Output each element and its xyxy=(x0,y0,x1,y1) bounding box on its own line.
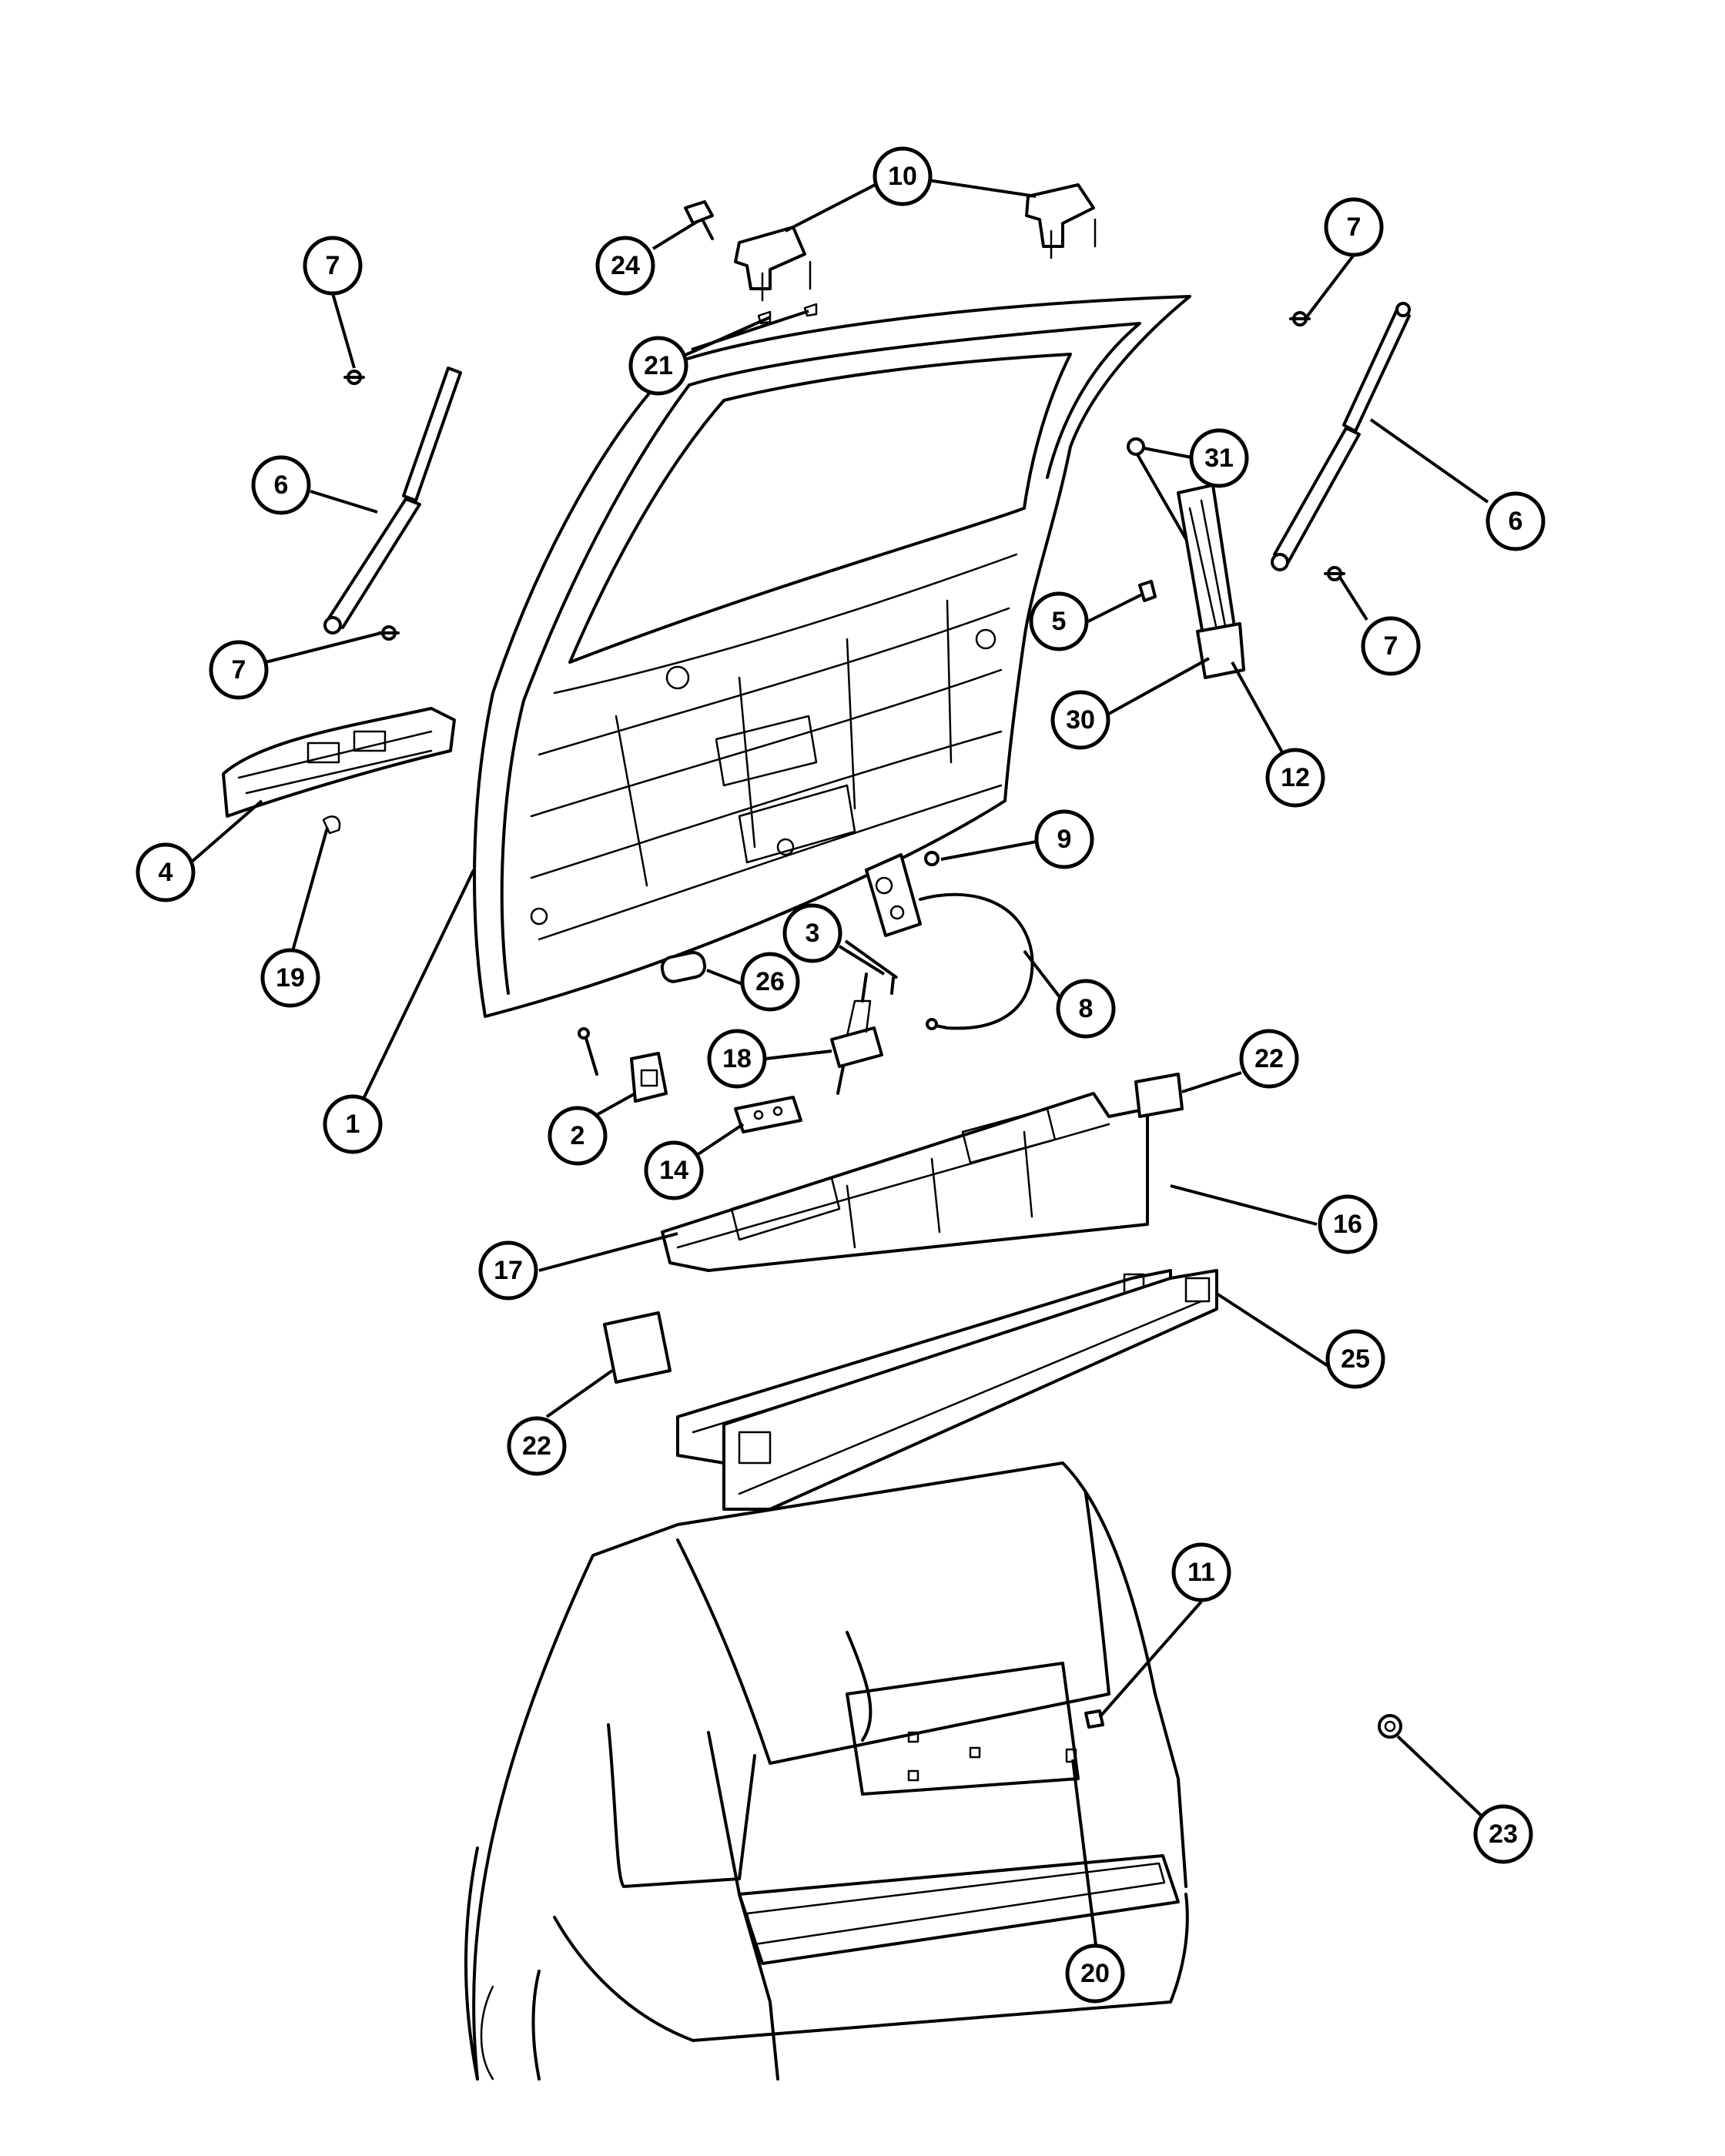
callout-14-label: 14 xyxy=(659,1156,688,1185)
callout-12: 12 xyxy=(1265,748,1325,808)
ball-stud-7-lower-left xyxy=(378,625,400,641)
callout-30-label: 30 xyxy=(1066,705,1095,735)
callout-26: 26 xyxy=(740,952,800,1012)
bolt-24 xyxy=(684,200,714,240)
callout-7-upper-left-label: 7 xyxy=(326,251,340,280)
ball-stud-7-upper-left xyxy=(343,370,365,385)
callout-5-label: 5 xyxy=(1052,607,1067,636)
callout-6-right: 6 xyxy=(1486,491,1546,551)
bumper-26 xyxy=(660,951,707,983)
callout-22-upper: 22 xyxy=(1239,1029,1299,1089)
callout-22-upper-label: 22 xyxy=(1254,1044,1284,1073)
callout-25-label: 25 xyxy=(1341,1344,1370,1374)
gas-prop-right xyxy=(1271,302,1411,571)
callout-9: 9 xyxy=(1034,809,1094,869)
callout-10: 10 xyxy=(873,146,933,206)
callout-16: 16 xyxy=(1318,1194,1378,1254)
hinge-right xyxy=(1025,183,1097,259)
callout-16-label: 16 xyxy=(1333,1210,1362,1239)
callout-19-label: 19 xyxy=(276,963,305,993)
callout-24-label: 24 xyxy=(611,251,640,280)
callout-11-label: 11 xyxy=(1187,1558,1215,1587)
callout-2: 2 xyxy=(548,1106,608,1166)
bracket-14 xyxy=(734,1096,802,1133)
callout-23: 23 xyxy=(1473,1804,1533,1864)
callout-20-label: 20 xyxy=(1080,1959,1110,1988)
callout-8: 8 xyxy=(1056,979,1116,1039)
callout-7-upper-left: 7 xyxy=(303,236,363,296)
callout-31-label: 31 xyxy=(1204,444,1234,473)
callout-9-label: 9 xyxy=(1057,825,1072,854)
callout-25: 25 xyxy=(1325,1329,1385,1389)
callout-21-label: 21 xyxy=(644,351,673,380)
callout-21: 21 xyxy=(628,336,688,396)
callout-1-label: 1 xyxy=(346,1110,360,1139)
callout-7-upper-right-label: 7 xyxy=(1347,213,1362,242)
striker-18 xyxy=(830,999,883,1095)
callout-22-lower-label: 22 xyxy=(522,1431,551,1461)
callout-17: 17 xyxy=(478,1240,538,1301)
callout-18-label: 18 xyxy=(722,1044,752,1073)
liftgate-panel xyxy=(473,295,1191,1018)
sill-panel-17 xyxy=(661,1092,1149,1272)
applique-handle xyxy=(222,707,456,818)
hinge-left xyxy=(734,226,812,302)
callout-6-right-label: 6 xyxy=(1509,507,1523,536)
callout-22-lower: 22 xyxy=(507,1416,567,1476)
callout-7-lower-right-label: 7 xyxy=(1384,631,1398,661)
callout-14: 14 xyxy=(644,1140,704,1200)
callout-5: 5 xyxy=(1029,591,1089,651)
vehicle-rear xyxy=(464,1461,1189,2081)
callout-7-lower-left: 7 xyxy=(209,640,269,700)
callout-7-lower-left-label: 7 xyxy=(232,655,246,685)
callout-24: 24 xyxy=(595,236,655,296)
callout-10-label: 10 xyxy=(888,162,917,191)
callout-6-left: 6 xyxy=(251,455,311,515)
clip-21 xyxy=(757,303,818,325)
reinforcement-25 xyxy=(722,1269,1218,1511)
callout-6-left-label: 6 xyxy=(274,470,289,500)
callout-23-label: 23 xyxy=(1489,1820,1518,1849)
bolt-2 xyxy=(578,1027,598,1076)
clip-19 xyxy=(322,815,341,835)
callout-11: 11 xyxy=(1171,1542,1231,1602)
callout-3-label: 3 xyxy=(806,919,820,948)
gas-prop-left xyxy=(323,367,462,634)
callout-4: 4 xyxy=(136,842,196,902)
callout-8-label: 8 xyxy=(1079,994,1094,1023)
callout-26-label: 26 xyxy=(755,967,785,996)
callout-4-label: 4 xyxy=(159,858,173,887)
callout-18: 18 xyxy=(707,1029,767,1089)
nut-11 xyxy=(1084,1709,1104,1729)
callout-1: 1 xyxy=(323,1094,383,1154)
latch-assembly xyxy=(865,851,940,937)
callout-7-lower-right: 7 xyxy=(1361,616,1421,676)
bumper-22-lower xyxy=(603,1311,672,1384)
callout-3: 3 xyxy=(782,903,842,963)
switch-2 xyxy=(630,1052,668,1103)
leader-lines xyxy=(189,179,1505,1946)
callout-17-label: 17 xyxy=(494,1256,523,1285)
callout-31: 31 xyxy=(1189,428,1249,488)
ball-stud-7-lower-right xyxy=(1324,566,1345,581)
callout-20: 20 xyxy=(1065,1943,1125,2004)
fastener-23 xyxy=(1378,1714,1402,1739)
latch-cable xyxy=(919,892,1034,1030)
callout-19: 19 xyxy=(260,948,320,1008)
callout-30: 30 xyxy=(1050,690,1110,750)
callout-12-label: 12 xyxy=(1281,763,1310,792)
callout-2-label: 2 xyxy=(571,1121,585,1150)
callout-7-upper-right: 7 xyxy=(1324,197,1384,257)
stop-20 xyxy=(1065,1748,1077,1763)
bumper-22-upper xyxy=(1134,1073,1184,1118)
bolt-3 xyxy=(861,973,895,1003)
